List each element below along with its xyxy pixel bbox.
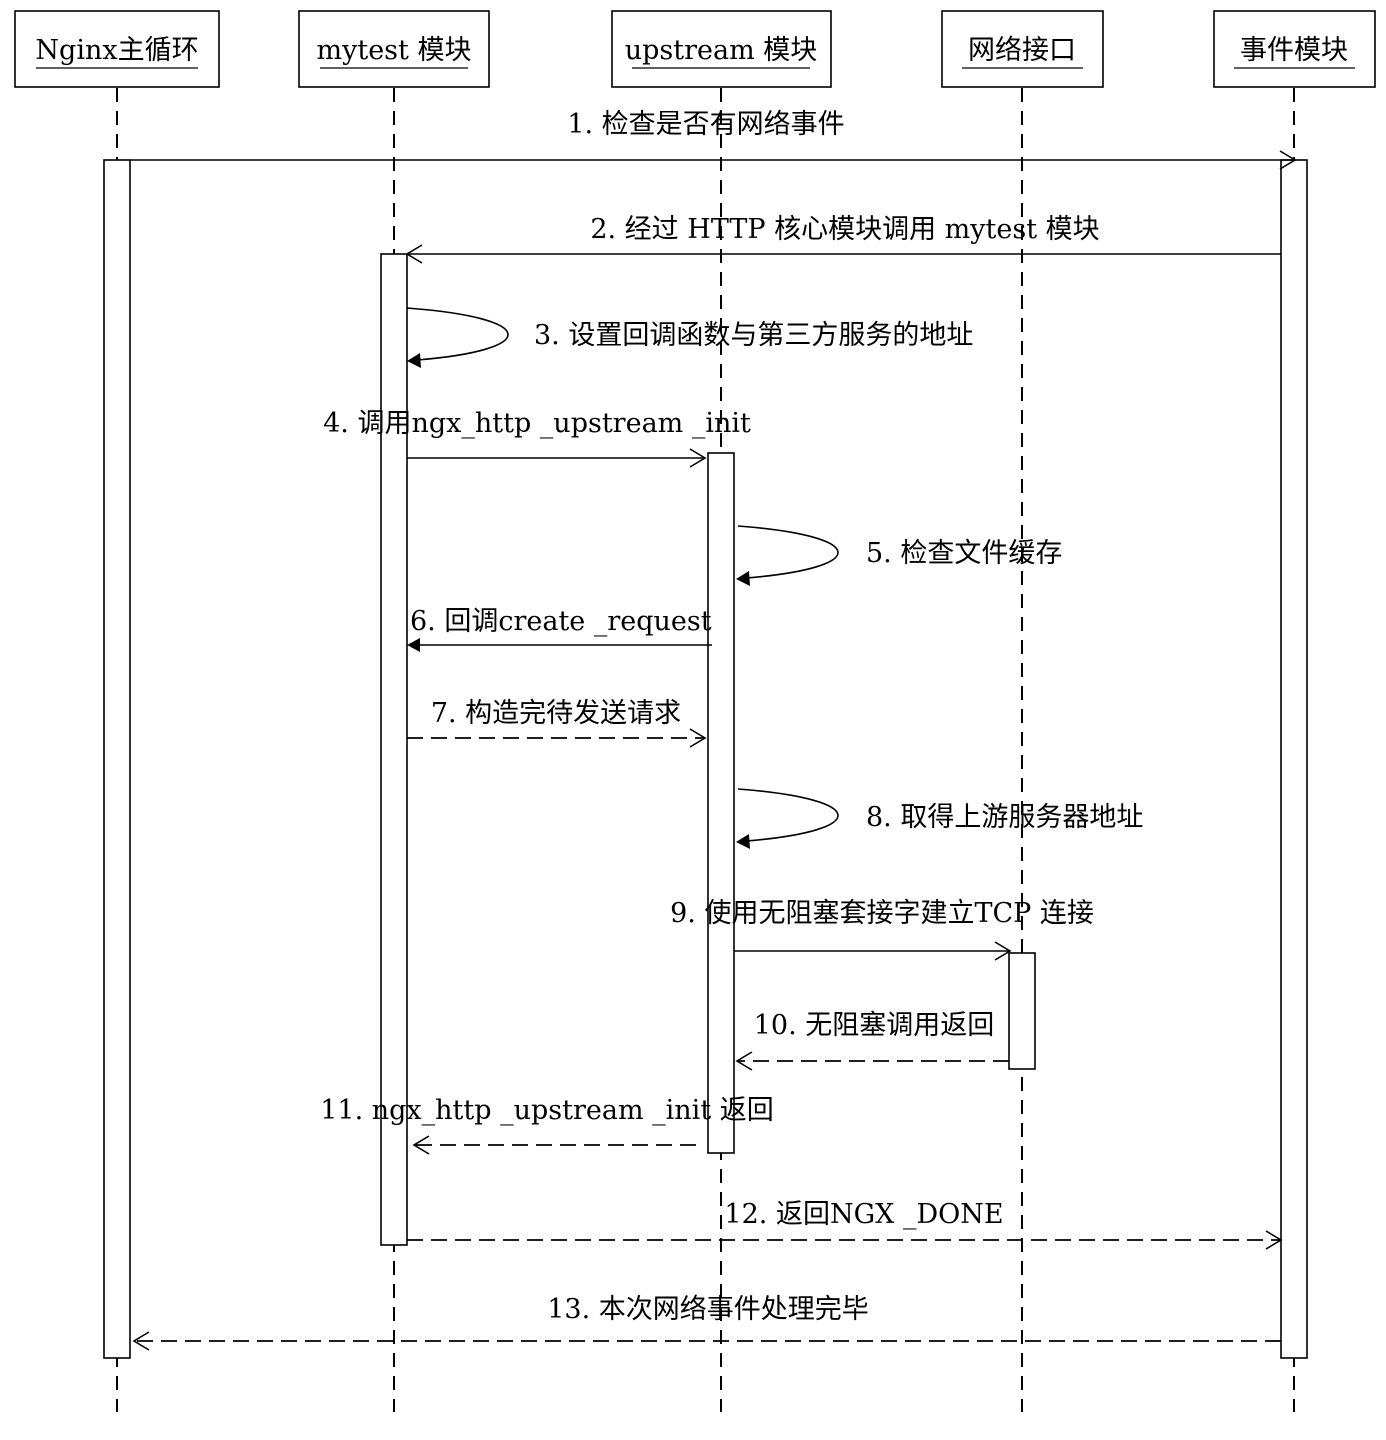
message-6: 6. 回调create _request [407,606,712,652]
participant-box [14,10,220,88]
message-label: 10. 无阻塞调用返回 [754,1010,995,1041]
activation-mytest [380,253,408,1246]
activation-upstream [707,452,735,1154]
participant-mytest: mytest 模块 [298,10,490,88]
self-call-loop [406,307,509,361]
message-label: 4. 调用ngx_http _upstream _init [323,408,751,439]
message-4: 4. 调用ngx_http _upstream _init [323,408,751,468]
arrow-head-open [405,244,423,264]
message-10: 10. 无阻塞调用返回 [735,1010,1009,1071]
message-9: 9. 使用无阻塞套接字建立TCP 连接 [670,898,1094,961]
message-3: 3. 设置回调函数与第三方服务的地址 [406,307,973,368]
arrow-head-open [735,1051,753,1071]
message-label: 12. 返回NGX _DONE [724,1199,1003,1230]
self-call-loop [737,788,839,842]
arrow-head-open [994,941,1012,961]
message-label: 7. 构造完待发送请求 [431,698,681,729]
message-label: 6. 回调create _request [410,606,712,637]
activation-net [1008,952,1036,1070]
participant-box [941,10,1104,88]
message-label: 3. 设置回调函数与第三方服务的地址 [534,320,973,351]
participant-label: mytest 模块 [317,35,472,66]
participant-nginx: Nginx主循环 [14,10,220,88]
participant-label: 网络接口 [968,35,1076,66]
activation-nginx [103,159,131,1359]
message-label: 11. ngx_http _upstream _init 返回 [320,1095,774,1126]
participant-box [298,10,490,88]
participant-net: 网络接口 [941,10,1104,88]
arrow-head-open [1279,150,1297,170]
participant-event: 事件模块 [1213,10,1376,88]
arrow-head-open [689,448,707,468]
message-label: 8. 取得上游服务器地址 [866,802,1143,833]
self-call-loop [737,525,839,579]
arrow-head-filled [407,353,421,368]
arrow-head-open [412,1135,430,1155]
participant-box [1213,10,1376,88]
arrow-head-filled [736,571,750,586]
activation-event [1280,159,1308,1359]
message-11: 11. ngx_http _upstream _init 返回 [320,1095,774,1155]
message-label: 13. 本次网络事件处理完毕 [547,1294,869,1325]
message-label: 5. 检查文件缓存 [866,538,1062,569]
message-label: 2. 经过 HTTP 核心模块调用 mytest 模块 [590,214,1099,245]
message-12: 12. 返回NGX _DONE [407,1199,1283,1250]
participant-box [611,10,832,88]
message-label: 1. 检查是否有网络事件 [567,109,844,140]
participant-upstream: upstream 模块 [611,10,832,88]
message-13: 13. 本次网络事件处理完毕 [132,1294,1281,1351]
message-1: 1. 检查是否有网络事件 [130,109,1297,170]
message-7: 7. 构造完待发送请求 [407,698,707,748]
message-2: 2. 经过 HTTP 核心模块调用 mytest 模块 [405,214,1281,264]
participant-label: Nginx主循环 [35,35,198,66]
arrow-head-open [689,728,707,748]
message-5: 5. 检查文件缓存 [736,525,1062,586]
participant-label: 事件模块 [1240,35,1348,66]
message-label: 9. 使用无阻塞套接字建立TCP 连接 [670,898,1094,929]
message-8: 8. 取得上游服务器地址 [736,788,1143,849]
participant-label: upstream 模块 [625,35,818,66]
arrow-head-filled [736,834,750,849]
arrow-head-open [1265,1230,1283,1250]
arrow-head-filled [407,638,420,652]
arrow-head-open [132,1331,150,1351]
